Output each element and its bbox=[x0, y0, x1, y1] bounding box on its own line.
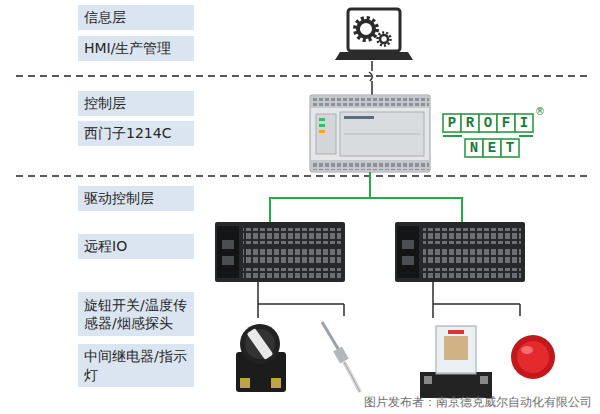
layer-label-text: 西门子1214C bbox=[84, 124, 171, 142]
remote-io-module-part bbox=[423, 268, 521, 278]
remote-io-module-part bbox=[395, 222, 525, 282]
rotary-switch-part bbox=[271, 378, 281, 388]
laptop-icon-part bbox=[355, 18, 377, 40]
profinet-logo-part bbox=[519, 135, 533, 137]
layer-label-box: 中间继电器/指示灯 bbox=[78, 344, 194, 387]
logo-text: PROFI bbox=[448, 114, 538, 132]
field-wiring-part bbox=[258, 303, 344, 305]
indicator-lamp-part bbox=[511, 335, 555, 379]
remote-io-module-part bbox=[402, 240, 414, 249]
plc-unit-part bbox=[319, 130, 325, 133]
remote-io-module-part bbox=[402, 256, 414, 265]
plc-unit-part bbox=[311, 96, 429, 108]
rotary-switch bbox=[236, 324, 286, 392]
relay-part bbox=[448, 330, 464, 334]
remote-io-module-part bbox=[217, 226, 239, 278]
profinet-bus-part bbox=[369, 172, 371, 198]
layer-label-text: 远程IO bbox=[84, 237, 127, 255]
relay-part bbox=[444, 336, 468, 360]
field-wiring bbox=[258, 282, 520, 318]
rotary-switch-part bbox=[247, 328, 274, 360]
layer-label-box: 西门子1214C bbox=[78, 121, 194, 146]
remote-io-module-part bbox=[215, 222, 345, 282]
laptop-icon-part bbox=[335, 52, 413, 60]
remote-io-module-part bbox=[243, 248, 341, 264]
plc-unit bbox=[310, 95, 430, 172]
laptop-icon-part bbox=[378, 33, 391, 46]
network-link-part bbox=[369, 72, 372, 81]
rotary-switch-part bbox=[245, 329, 275, 359]
network-link-part bbox=[371, 81, 373, 95]
laptop-icon-part bbox=[348, 9, 400, 51]
relay bbox=[420, 326, 492, 398]
laptop-icon-part bbox=[358, 21, 374, 37]
logo-text: NET bbox=[470, 139, 524, 157]
temperature-sensor-part bbox=[344, 362, 360, 392]
plc-unit-part bbox=[319, 124, 325, 127]
remote-io-module-part bbox=[423, 228, 521, 244]
plc-unit-part bbox=[319, 118, 325, 121]
layer-label-box: 远程IO bbox=[78, 234, 194, 259]
layer-label-box: 控制层 bbox=[78, 91, 194, 116]
temperature-sensor-part bbox=[333, 346, 349, 363]
relay-part bbox=[436, 326, 476, 374]
layer-label-text: HMI/生产管理 bbox=[84, 39, 171, 57]
layer-label-text: 控制层 bbox=[84, 94, 126, 112]
profinet-bus-part bbox=[269, 197, 271, 222]
relay-part bbox=[420, 372, 492, 398]
plc-unit-part bbox=[344, 134, 420, 135]
laptop-icon-part bbox=[380, 35, 388, 43]
indicator-lamp-part bbox=[517, 341, 549, 373]
plc-unit-part bbox=[340, 112, 424, 156]
layer-label-box: 信息层 bbox=[78, 5, 194, 30]
plc-unit-part bbox=[344, 116, 374, 119]
indicator-lamp-part bbox=[521, 346, 533, 354]
remote-io-module-part bbox=[243, 268, 341, 278]
remote-io-module-part bbox=[222, 240, 234, 249]
layer-divider-part bbox=[16, 175, 592, 177]
network-link-part bbox=[371, 61, 373, 71]
plc-unit-part bbox=[310, 95, 430, 172]
plc-unit-part bbox=[311, 98, 429, 106]
remote-io-module-part bbox=[423, 248, 521, 264]
remote-io-module bbox=[215, 222, 525, 282]
field-wiring-part bbox=[432, 282, 434, 318]
remote-io-module-part bbox=[397, 226, 419, 278]
field-wiring-part bbox=[519, 304, 521, 316]
layer-label-box: 驱动控制层 bbox=[78, 186, 194, 211]
field-wiring-part bbox=[257, 282, 259, 318]
profinet-bus bbox=[270, 172, 462, 222]
remote-io-module-part bbox=[243, 228, 341, 244]
plc-unit-part bbox=[311, 162, 429, 170]
profinet-logo-part bbox=[443, 135, 462, 137]
temperature-sensor-part bbox=[322, 322, 340, 352]
profinet-bus-part bbox=[461, 197, 463, 222]
profinet-bus-part bbox=[270, 197, 462, 199]
relay-part bbox=[480, 376, 488, 384]
layer-label-text: 旋钮开关/温度传感器/烟感探头 bbox=[84, 296, 188, 332]
laptop-icon bbox=[335, 9, 413, 60]
network-link bbox=[369, 61, 372, 95]
registered-mark: ® bbox=[535, 106, 545, 117]
remote-io-module-part bbox=[222, 256, 234, 265]
layer-divider-part bbox=[16, 75, 592, 77]
layer-label-text: 信息层 bbox=[84, 8, 126, 26]
field-wiring-part bbox=[433, 303, 520, 305]
indicator-lamp bbox=[511, 335, 555, 379]
layer-label-text: 驱动控制层 bbox=[84, 189, 154, 207]
temperature-sensor bbox=[322, 322, 360, 392]
relay-part bbox=[424, 376, 432, 384]
rotary-switch-part bbox=[240, 378, 250, 388]
rotary-switch-part bbox=[240, 324, 280, 364]
field-wiring-part bbox=[343, 304, 345, 316]
layer-label-text: 中间继电器/指示灯 bbox=[84, 347, 188, 383]
layer-label-box: 旋钮开关/温度传感器/烟感探头 bbox=[78, 292, 194, 336]
layer-label-box: HMI/生产管理 bbox=[78, 36, 194, 61]
publisher-credit: 图片发布者：南京德克威尔自动化有限公司 bbox=[364, 394, 592, 411]
plc-unit-part bbox=[316, 114, 336, 154]
layer-divider bbox=[16, 76, 592, 176]
plc-unit-part bbox=[311, 160, 429, 171]
temperature-sensor-part bbox=[344, 362, 360, 392]
